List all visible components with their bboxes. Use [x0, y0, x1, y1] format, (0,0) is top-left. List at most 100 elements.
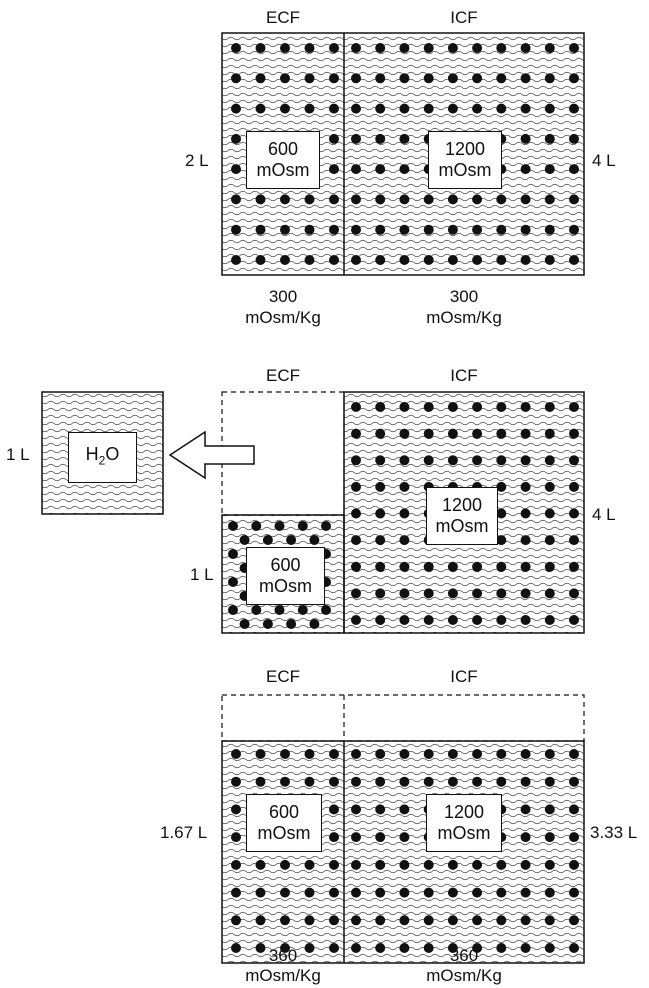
solute-dot	[304, 255, 315, 265]
solute-dot	[544, 535, 555, 546]
solute-dot	[472, 776, 483, 787]
solute-dot	[423, 943, 434, 953]
solute-dot	[262, 535, 273, 545]
solute-dot	[399, 588, 410, 599]
solute-dot	[447, 859, 458, 870]
solute-dot	[569, 776, 579, 787]
solute-dot	[297, 521, 308, 531]
solute-dot	[520, 481, 531, 492]
solute-dot	[447, 224, 458, 235]
solute-dot	[544, 915, 555, 926]
solute-dot	[231, 832, 241, 843]
solute-dot	[351, 776, 361, 787]
solute-dot	[544, 508, 555, 519]
solute-dot	[569, 943, 579, 953]
solute-dot	[375, 164, 386, 175]
solute-dot	[496, 859, 507, 870]
solute-dot	[472, 615, 483, 625]
solute-dot	[280, 43, 290, 53]
solute-dot	[375, 535, 386, 546]
solute-dot	[231, 164, 241, 175]
solute-dot	[351, 588, 361, 599]
solute-dot	[351, 255, 361, 265]
solute-dot	[231, 43, 241, 53]
solute-dot	[231, 224, 241, 235]
solute-dot	[231, 943, 241, 953]
solute-dot	[399, 832, 410, 843]
solute-dot	[228, 521, 238, 531]
solute-dot	[472, 103, 483, 114]
solute-dot	[351, 943, 361, 953]
solute-dot	[544, 194, 555, 205]
solute-dot	[351, 43, 361, 53]
panel1-ecf-volume: 2 L	[185, 151, 209, 170]
solute-dot	[472, 561, 483, 572]
panel1-icf-solute-amount: 1200	[444, 139, 486, 159]
panel3-ecf-osmolality-value: 360	[268, 946, 298, 965]
solute-dot	[544, 887, 555, 898]
solute-dot	[231, 194, 241, 205]
panel3-ecf-solute-box: 600 mOsm	[246, 794, 322, 852]
solute-dot	[447, 615, 458, 625]
solute-dot	[399, 194, 410, 205]
solute-dot	[544, 481, 555, 492]
solute-dot	[423, 73, 434, 84]
solute-dot	[496, 535, 507, 546]
panel3-icf-osmolality-unit: mOsm/Kg	[426, 966, 502, 985]
solute-dot	[251, 605, 262, 615]
solute-dot	[496, 73, 507, 84]
solute-dot	[351, 859, 361, 870]
solute-dot	[472, 915, 483, 926]
solute-dot	[569, 508, 579, 519]
solute-dot	[375, 455, 386, 466]
solute-dot	[569, 481, 579, 492]
solute-dot	[329, 164, 339, 175]
solute-dot	[351, 402, 361, 412]
solute-dot	[423, 103, 434, 114]
panel2-removed-volume: 1 L	[6, 445, 30, 464]
solute-dot	[472, 943, 483, 953]
solute-dot	[297, 605, 308, 615]
panel3-ecf-water	[222, 741, 344, 963]
solute-dot	[569, 859, 579, 870]
solute-dot	[262, 619, 273, 629]
solute-dot	[329, 224, 339, 235]
panel1-ecf-solute-unit: mOsm	[256, 160, 310, 180]
solute-dot	[375, 588, 386, 599]
solute-dot	[496, 224, 507, 235]
solute-dot	[375, 776, 386, 787]
solute-dot	[304, 859, 315, 870]
solute-dot	[309, 619, 320, 629]
solute-dot	[496, 43, 507, 53]
solute-dot	[231, 103, 241, 114]
removed-water-frame	[41, 391, 164, 515]
solute-dot	[447, 588, 458, 599]
solute-dot	[375, 103, 386, 114]
panel2-ecf-header: ECF	[266, 366, 300, 385]
solute-dot	[544, 255, 555, 265]
solute-dot	[375, 943, 386, 953]
solute-dot	[496, 588, 507, 599]
solute-dot	[280, 887, 290, 898]
solute-dot	[569, 255, 579, 265]
solute-dot	[569, 615, 579, 625]
solute-dot	[423, 194, 434, 205]
solute-dot	[447, 103, 458, 114]
solute-dot	[351, 103, 361, 114]
panel3-icf-volume: 3.33 L	[590, 823, 638, 842]
solute-dot	[399, 103, 410, 114]
solute-dot	[399, 915, 410, 926]
solute-dot	[423, 43, 434, 53]
panel1-ecf-solute-amount: 600	[267, 139, 299, 159]
solute-dot	[351, 832, 361, 843]
solute-dot	[520, 43, 531, 53]
solute-dot	[280, 255, 290, 265]
solute-dot	[304, 73, 315, 84]
solute-dot	[375, 481, 386, 492]
removed-water-label-o: O	[105, 443, 120, 464]
solute-dot	[399, 535, 410, 546]
panel2-icf-solute-box: 1200 mOsm	[426, 487, 498, 545]
solute-dot	[399, 428, 410, 439]
solute-dot	[569, 588, 579, 599]
